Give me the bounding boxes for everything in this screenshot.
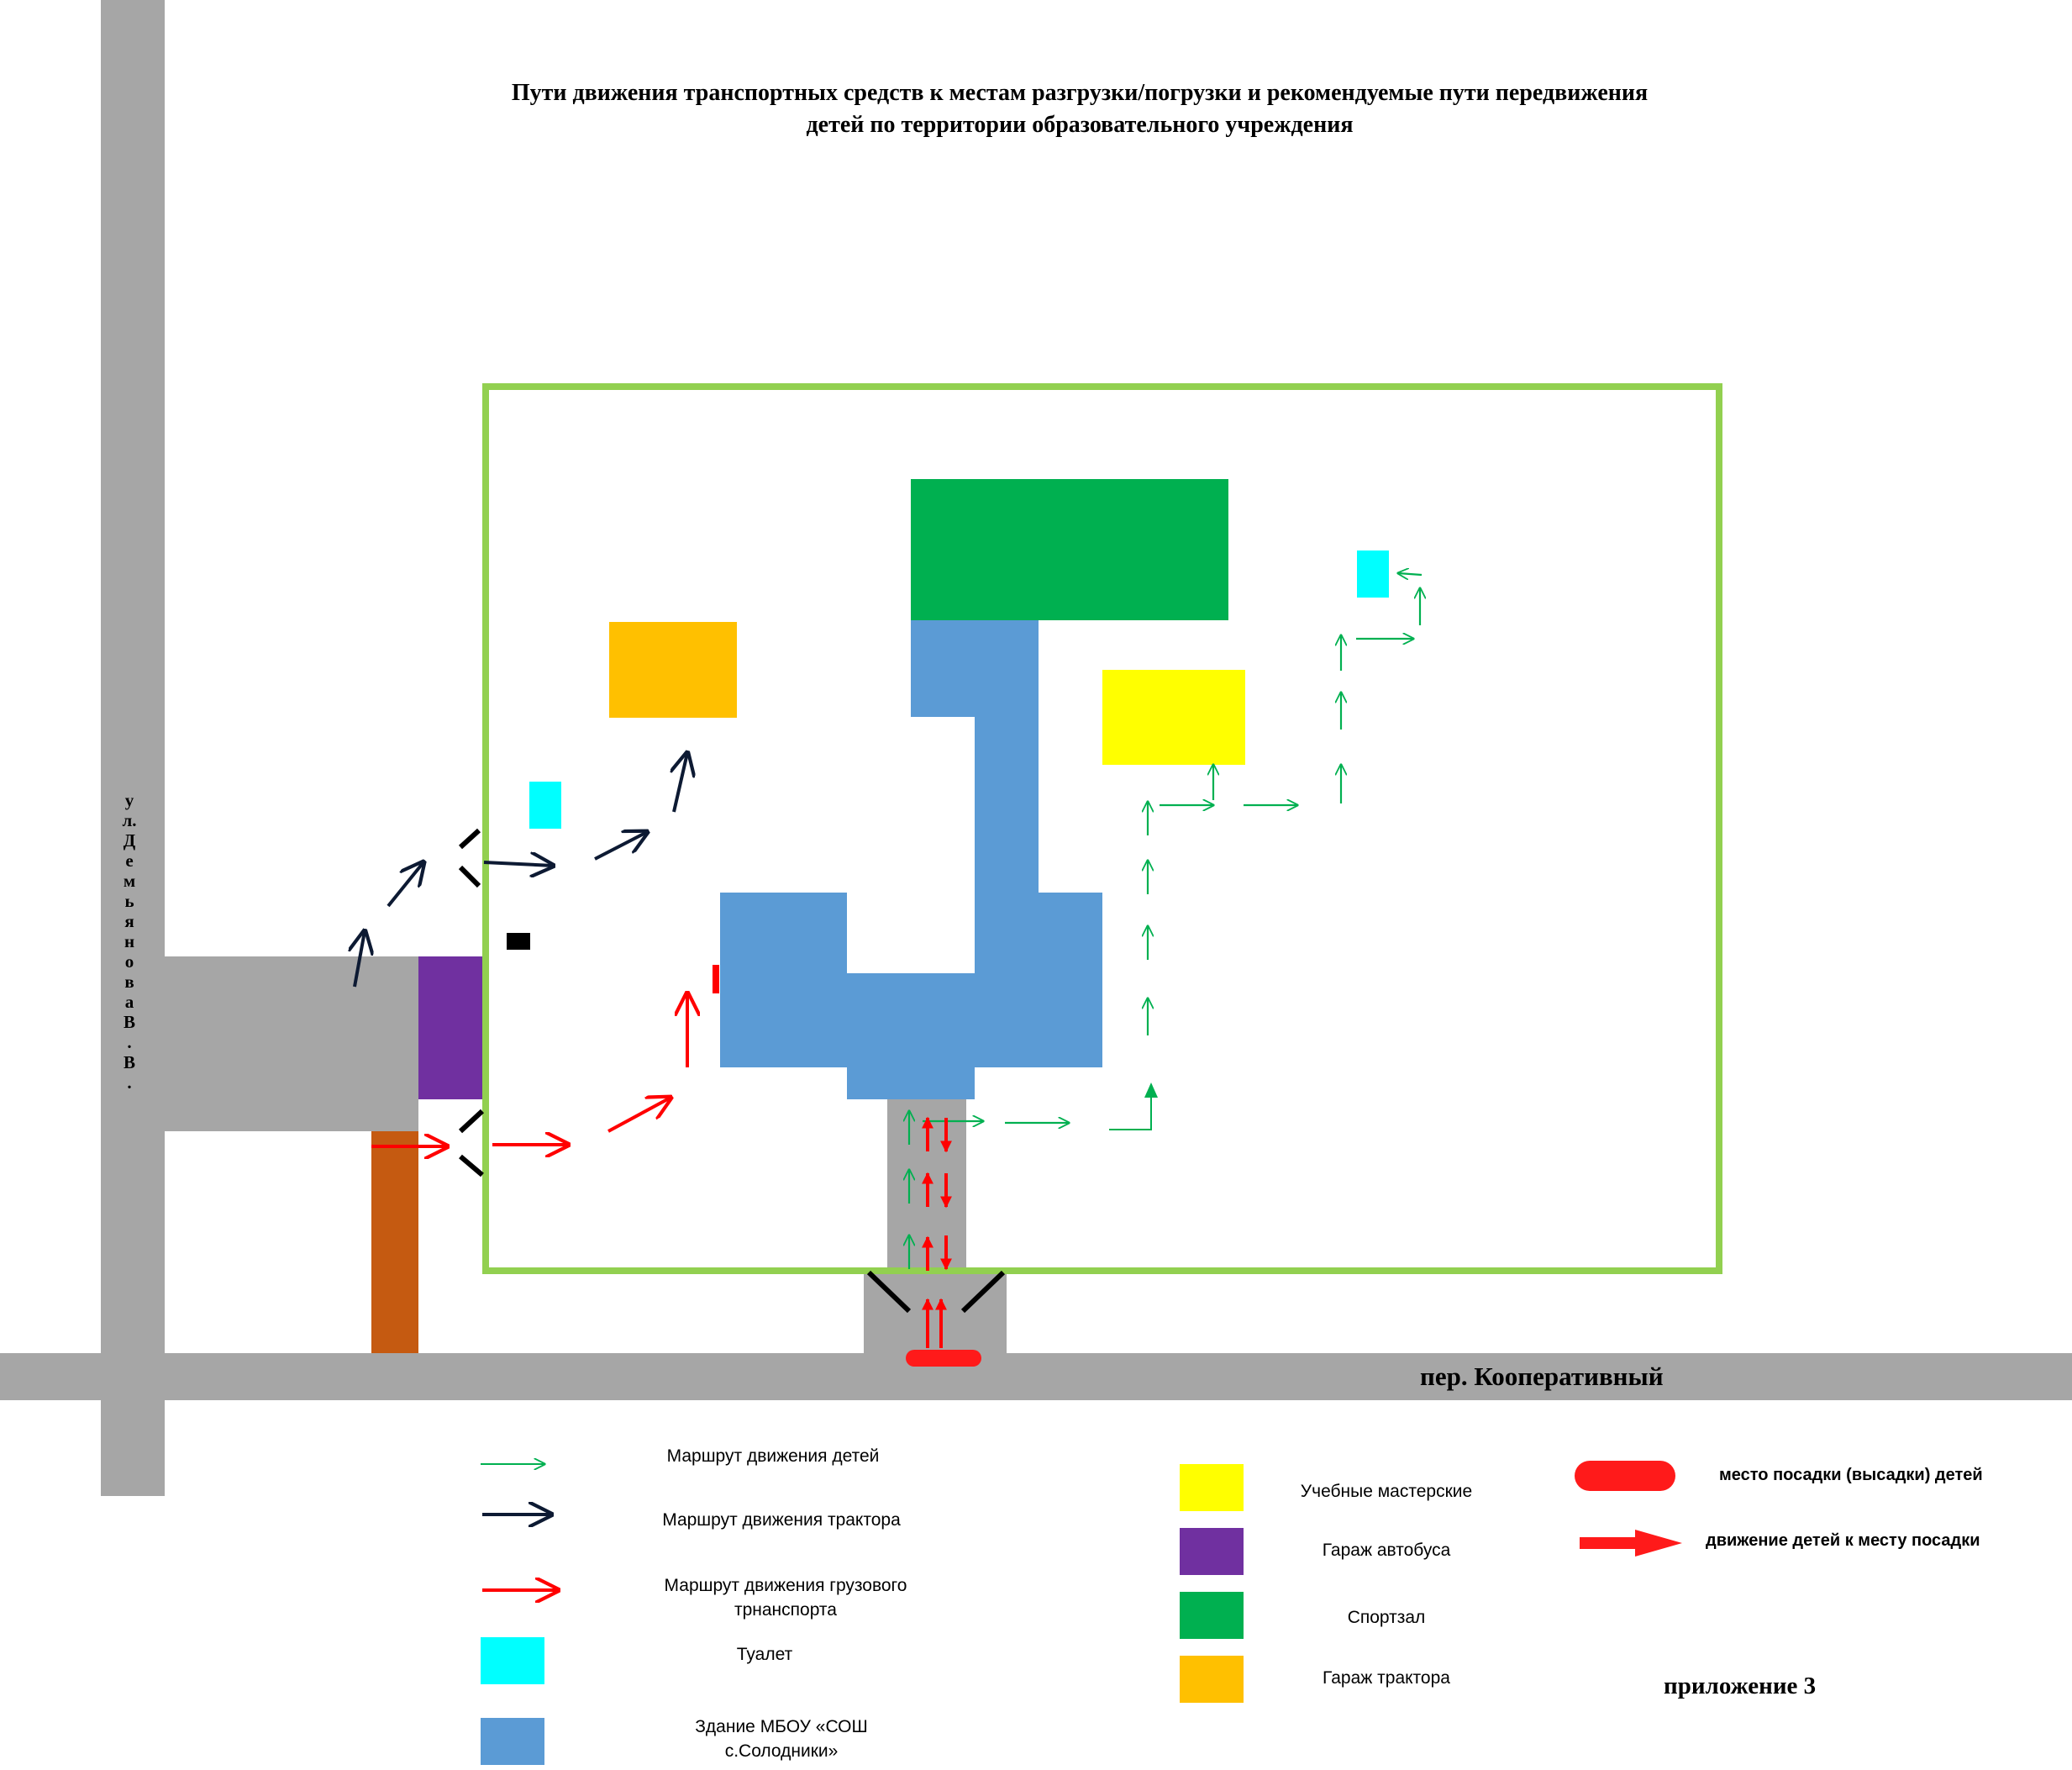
toilet-right xyxy=(1357,550,1389,598)
legend-boarding-label: место посадки (высадки) детей xyxy=(1719,1466,1983,1484)
side-driveway xyxy=(165,956,418,1131)
legend-bus-garage-swatch xyxy=(1180,1528,1244,1575)
legend-children-to-boarding-label: движение детей к месту посадки xyxy=(1706,1531,1980,1550)
street-demyanova-road xyxy=(101,0,165,1496)
street-letter: о xyxy=(124,951,134,972)
legend-children-to-boarding-symbol xyxy=(1580,1530,1682,1557)
legend-children-route-label: Маршрут движения детей xyxy=(666,1446,880,1466)
street-letter: . xyxy=(127,1032,132,1052)
children-route-turn-head xyxy=(1144,1083,1158,1098)
street-letter: м xyxy=(123,871,136,891)
gym-building xyxy=(911,479,1228,620)
legend-tractor-garage-label: Гараж трактора xyxy=(1323,1668,1450,1688)
street-letter: в xyxy=(124,972,134,992)
side-gates xyxy=(458,828,485,1177)
tractor-garage xyxy=(609,622,737,718)
children-route-turn xyxy=(1109,1084,1152,1130)
street-letter: Д xyxy=(123,830,136,851)
boarding-place xyxy=(906,1350,981,1367)
legend-gym-label: Спортзал xyxy=(1347,1608,1426,1627)
legend-tractor-garage-swatch xyxy=(1180,1656,1244,1703)
legend-boarding-swatch xyxy=(1575,1461,1675,1491)
street-letter: В xyxy=(123,1052,135,1072)
legend-school-swatch xyxy=(481,1718,544,1765)
legend-workshops-label: Учебные мастерские xyxy=(1300,1482,1473,1501)
legend-gym-swatch xyxy=(1180,1592,1244,1639)
school-building xyxy=(720,620,1102,1099)
street-letter: . xyxy=(127,1072,132,1093)
legend-school-label: Здание МБОУ «СОШ с.Солодники» xyxy=(695,1717,868,1761)
toilet-left xyxy=(529,782,561,829)
street-letter: В xyxy=(123,1012,135,1032)
street-letter: у xyxy=(124,790,134,810)
brown-strip xyxy=(371,1131,418,1353)
page-title: Пути движения транспортных средств к мес… xyxy=(302,77,1857,141)
title-line-2: детей по территории образовательного учр… xyxy=(806,112,1354,138)
appendix-label: приложение 3 xyxy=(1664,1673,1817,1699)
street-kooperativny-road xyxy=(0,1353,2072,1400)
black-marker xyxy=(507,933,530,950)
legend-tractor-route-label: Маршрут движения трактора xyxy=(662,1510,901,1530)
red-marker xyxy=(713,965,719,993)
legend-workshops-swatch xyxy=(1180,1464,1244,1511)
entrance-driveway xyxy=(864,1271,1007,1353)
workshops-building xyxy=(1102,670,1245,765)
street-demyanova-label: у л. Д е м ь я н о в а В . В . xyxy=(114,790,145,1093)
street-letter: ь xyxy=(124,891,134,911)
children-to-boarding-route xyxy=(922,1116,952,1348)
bus-garage xyxy=(418,956,482,1099)
legend-toilet-label: Туалет xyxy=(736,1645,793,1664)
street-letter: л. xyxy=(122,810,137,830)
street-letter: я xyxy=(124,911,134,931)
tractor-route xyxy=(355,753,687,988)
street-kooperativny-label: пер. Кооперативный xyxy=(1420,1362,1664,1391)
title-line-1: Пути движения транспортных средств к мес… xyxy=(511,80,1649,106)
street-letter: а xyxy=(124,992,134,1012)
legend-cargo-route-label: Маршрут движения грузового трнанспорта xyxy=(664,1576,907,1620)
legend-toilet-swatch xyxy=(481,1637,544,1684)
children-route xyxy=(909,573,1422,1269)
legend-bus-garage-label: Гараж автобуса xyxy=(1322,1541,1451,1560)
street-letter: н xyxy=(124,931,135,951)
entrance-gate xyxy=(866,1270,1006,1314)
cargo-route xyxy=(371,993,687,1146)
school-territory-fence xyxy=(482,383,1722,1274)
street-letter: е xyxy=(125,851,134,871)
